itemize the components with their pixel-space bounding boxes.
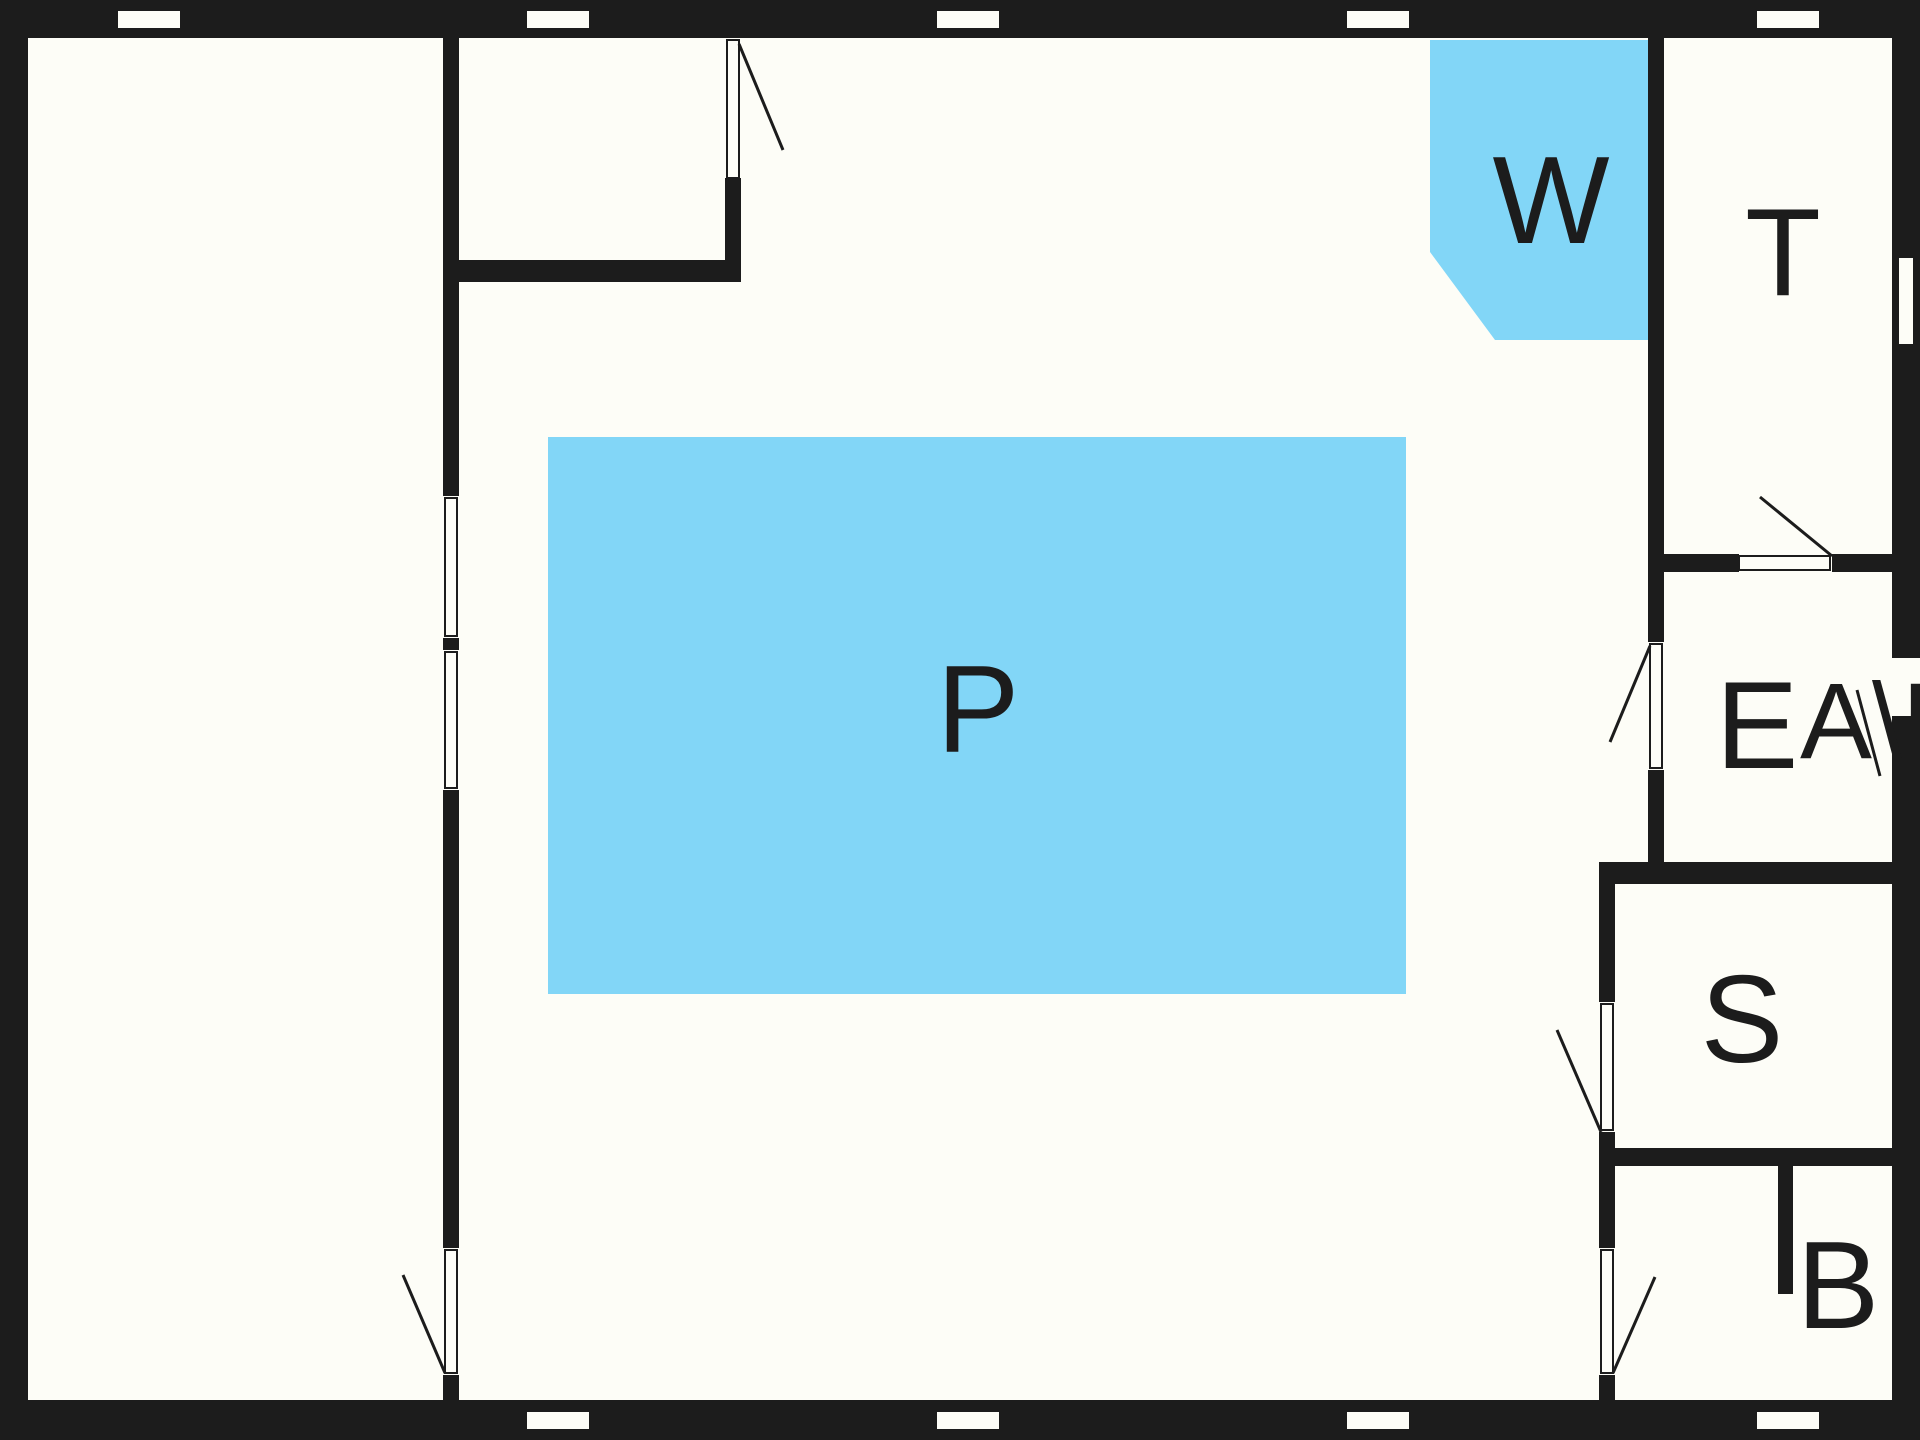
whirlpool-area: [1430, 40, 1650, 340]
pool-area: [548, 437, 1406, 994]
outer-windows: [118, 11, 1920, 1429]
opening-frames: [444, 39, 1831, 1374]
technical-room-label: T: [1745, 184, 1821, 322]
bathroom-label: B: [1797, 1217, 1880, 1355]
door-swings: [401, 43, 1882, 1374]
whirlpool-label: W: [1492, 132, 1609, 270]
sauna-label: S: [1701, 951, 1784, 1089]
interior-walls: [443, 38, 1894, 1400]
pool-label: P: [937, 641, 1020, 779]
cut-off-label: A\E: [1800, 660, 1920, 781]
entrance-label: E: [1716, 657, 1799, 795]
